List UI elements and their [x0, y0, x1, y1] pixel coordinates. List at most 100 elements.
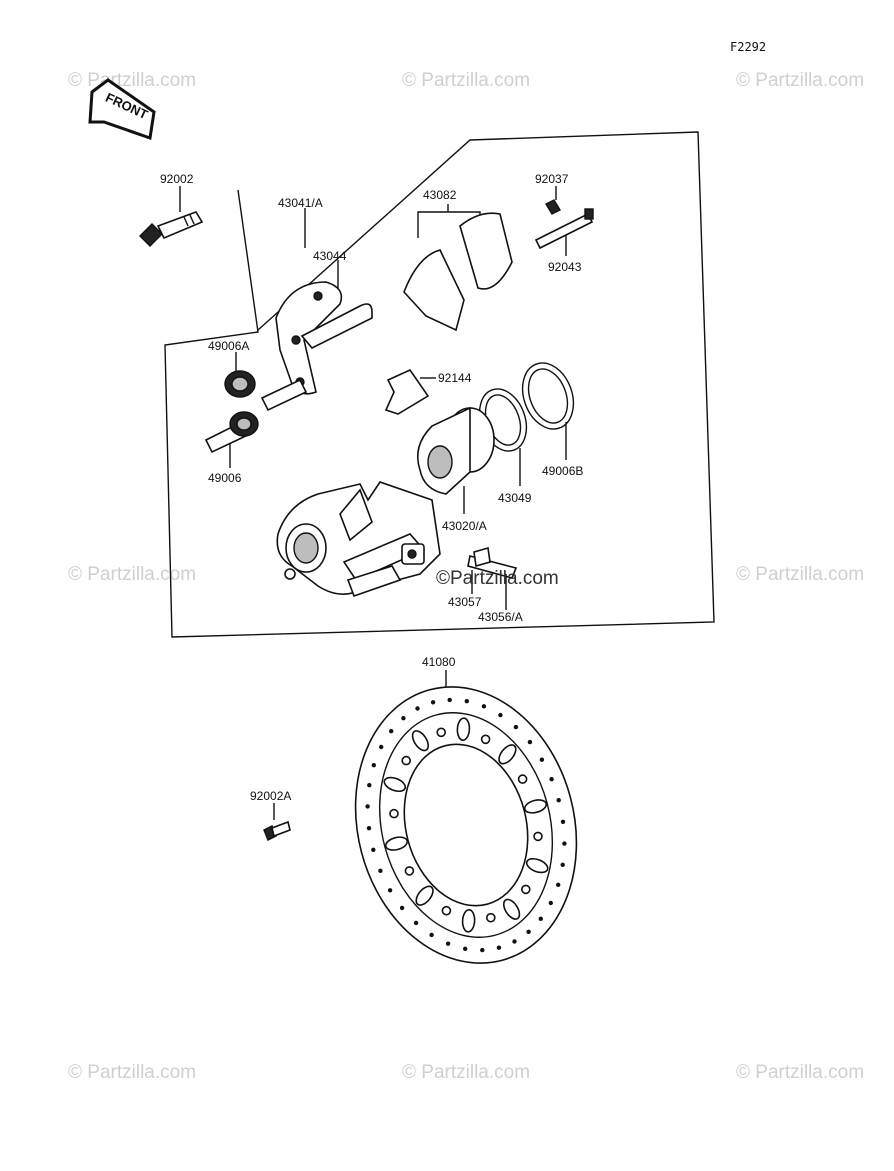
disc-drill-hole: [367, 783, 372, 788]
disc-drill-hole: [556, 882, 561, 887]
disc-drill-hole: [371, 763, 376, 768]
disc-drill-hole: [447, 697, 452, 703]
disc-drill-hole: [539, 757, 545, 762]
disc-bolt-hole: [485, 912, 496, 923]
disc-drill-hole: [526, 929, 531, 934]
watermark: © Partzilla.com: [402, 70, 530, 91]
disc-drill-hole: [562, 841, 567, 846]
disc-vent-hole: [502, 898, 521, 920]
disc-drill-hole: [378, 868, 383, 873]
part-label-92002A: 92002A: [250, 789, 291, 803]
disc-drill-hole: [415, 706, 420, 711]
disc-drill-hole: [399, 905, 405, 911]
disc-drill-hole: [365, 804, 370, 809]
watermark: © Partzilla.com: [68, 564, 196, 585]
part-label-41080: 41080: [422, 655, 456, 669]
disc-drill-holes: [365, 697, 567, 953]
part-label-43049: 43049: [498, 491, 532, 505]
disc-bolt-hole: [436, 727, 447, 738]
disc-bolt-hole: [404, 866, 415, 876]
disc-vent-hole: [523, 799, 548, 814]
part-label-43041A: 43041/A: [278, 196, 323, 210]
bolt-92002: [139, 186, 204, 247]
pad-pin-92043: [534, 208, 594, 256]
slide-pin-49006: [204, 411, 259, 468]
disc-drill-hole: [463, 946, 468, 951]
disc-drill-hole: [556, 798, 561, 803]
disc-drill-hole: [481, 704, 487, 709]
part-label-43056A: 43056/A: [478, 610, 523, 624]
disc-drill-hole: [389, 729, 394, 734]
disc-drill-hole: [371, 847, 376, 852]
disc-vent-hole: [525, 857, 549, 874]
part-label-92002: 92002: [160, 172, 194, 186]
part-label-92043: 92043: [548, 260, 582, 274]
disc-vent-hole: [411, 730, 430, 752]
disc-screw-92002A: [263, 803, 291, 841]
watermark: © Partzilla.com: [68, 70, 196, 91]
part-label-49006A: 49006A: [208, 339, 249, 353]
disc-drill-hole: [464, 699, 469, 704]
disc-vent-hole: [384, 836, 409, 851]
watermark: © Partzilla.com: [68, 1062, 196, 1083]
disc-vent-hole: [415, 885, 434, 906]
part-label-49006B: 49006B: [542, 464, 583, 478]
piston-seal-49006B: [521, 362, 575, 460]
piston: [416, 406, 495, 514]
brake-pads-43082: [403, 204, 513, 332]
disc-drill-hole: [527, 739, 533, 745]
boot-49006A: [224, 352, 256, 398]
brake-disc-41080: [354, 670, 578, 964]
part-label-43020A: 43020/A: [442, 519, 487, 533]
part-label-43082: 43082: [423, 188, 457, 202]
disc-bolt-hole: [533, 831, 543, 842]
part-label-49006: 49006: [208, 471, 242, 485]
disc-vent-hole: [383, 776, 407, 793]
disc-drill-hole: [560, 819, 566, 824]
disc-drill-hole: [548, 900, 553, 906]
disc-drill-hole: [496, 945, 502, 950]
caliper-body-43020A: [276, 481, 441, 598]
caliper-bracket-43044: [260, 260, 373, 412]
watermark: © Partzilla.com: [402, 1062, 530, 1083]
disc-vent-hole: [461, 909, 476, 933]
disc-bolt-hole: [480, 734, 491, 745]
disc-vent-holes: [383, 717, 549, 933]
disc-bolt-hole: [401, 755, 412, 766]
disc-vent-hole: [456, 717, 471, 741]
disc-drill-hole: [366, 826, 372, 831]
disc-bolt-hole: [520, 884, 531, 895]
disc-drill-hole: [538, 916, 543, 921]
watermark: © Partzilla.com: [736, 1062, 864, 1083]
watermark: © Partzilla.com: [736, 70, 864, 91]
disc-drill-hole: [379, 744, 384, 750]
pad-spring-92144: [384, 368, 436, 415]
assembly-outline: [164, 131, 715, 638]
disc-drill-hole: [430, 700, 436, 705]
watermark: © Partzilla.com: [736, 564, 864, 585]
disc-bolt-hole: [389, 808, 399, 819]
part-label-43044: 43044: [313, 249, 347, 263]
part-label-92037: 92037: [535, 172, 569, 186]
part-label-43057: 43057: [448, 595, 482, 609]
disc-bolt-hole: [441, 905, 452, 916]
disc-drill-hole: [480, 947, 485, 953]
disc-drill-hole: [498, 712, 503, 718]
disc-vent-hole: [498, 744, 517, 765]
disc-drill-hole: [549, 777, 554, 782]
disc-drill-hole: [429, 932, 434, 938]
watermark-center: ©Partzilla.com: [436, 568, 559, 589]
disc-bolt-hole: [517, 774, 528, 784]
disc-drill-hole: [401, 716, 406, 721]
disc-drill-hole: [413, 920, 419, 926]
disc-drill-hole: [513, 724, 519, 730]
bleeder-valve-43057: [467, 546, 518, 594]
pin-clip-92037: [545, 186, 561, 215]
part-label-92144: 92144: [438, 371, 472, 385]
disc-drill-hole: [387, 888, 393, 893]
disc-drill-hole: [560, 862, 565, 867]
disc-drill-hole: [512, 939, 517, 944]
figure-code: F2292: [730, 40, 766, 54]
